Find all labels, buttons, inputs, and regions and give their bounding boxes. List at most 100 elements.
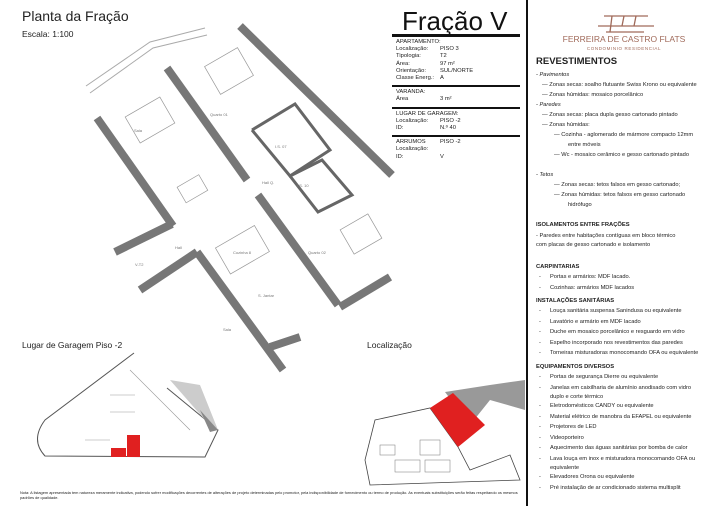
room-label: Sala: [223, 327, 232, 332]
room-label: Sala: [134, 128, 143, 133]
spec-text: Louça sanitária suspensa Sanindusa ou eq…: [550, 308, 682, 314]
spec-text: equivalente: [550, 465, 580, 471]
logo-icon: [598, 15, 654, 33]
field-value: N.º 40: [440, 125, 456, 132]
parking-space-highlight: [127, 435, 140, 457]
field-value: PISO 3: [440, 46, 459, 53]
location-map: [364, 380, 525, 486]
text-line: - Paredes entre habitações contíguas em …: [536, 233, 676, 239]
spec-item: -Videoporteiro: [536, 433, 712, 444]
spec-item: hidrófugo: [568, 202, 592, 208]
spec-text: Lavatório e armário em MDF lacado: [550, 318, 641, 325]
field-label: Tipologia:: [396, 53, 421, 60]
bullet: -: [539, 474, 541, 480]
bullet: -: [539, 274, 541, 280]
spec-text: Duche em mosaico porcelânico e resguardo…: [550, 329, 685, 335]
bullet: -: [539, 484, 541, 491]
spec-item: — Cozinha - aglomerado de mármore compac…: [554, 132, 694, 138]
floor-plan: Sala Quarto 01 I.S. 07 I.S. 10 Hall Q. H…: [37, 23, 525, 486]
spec-item: - Pavimentos: [536, 72, 570, 78]
scale-label: Escala: 1:100: [22, 29, 74, 39]
field-label: Área:: [396, 60, 410, 67]
spec-item: — Zonas secas: placa dupla gesso cartona…: [542, 112, 678, 118]
bullet: -: [539, 318, 541, 325]
parking-section: LUGAR DE GARAGEM: Localização:PISO -2 ID…: [392, 106, 520, 136]
section-heading: EQUIPAMENTOS DIVERSOS: [536, 364, 615, 370]
spec-text: Lava louça em inox e misturadora monocom…: [550, 455, 696, 462]
spec-item: - Eletrodomésticos CANDY ou equivalente: [536, 401, 712, 412]
field-value: 97 m²: [440, 60, 455, 67]
bullet: -: [539, 403, 541, 409]
field-label: Área: [396, 96, 409, 103]
window-band: [85, 27, 208, 94]
unit-location-highlight: [430, 393, 485, 447]
bullet: -: [539, 374, 541, 380]
spec-item: - Lavatório e armário em MDF lacado: [536, 317, 712, 328]
spec-text: Espelho incorporado nos revestimentos da…: [550, 339, 683, 346]
garage-title: Lugar de Garagem Piso -2: [22, 340, 123, 350]
spec-text: Torneiras misturadoras monocomando OFA o…: [550, 350, 699, 356]
field-value: SUL/NORTE: [440, 67, 474, 74]
spec-text: Aquecimento das águas sanitárias por bom…: [550, 445, 688, 451]
bullet: -: [539, 308, 541, 314]
room-label: S. Jantar: [258, 293, 275, 298]
field-label: ID:: [396, 153, 404, 160]
spec-item: — Zonas húmidas:: [542, 122, 590, 128]
plan-title: Planta da Fração: [22, 8, 129, 24]
section-heading: VARANDA:: [396, 89, 426, 96]
section-heading: ARRUMOS: [396, 139, 426, 146]
spec-item: -Material elétrico de manobra da EFAPEL …: [536, 412, 712, 423]
spec-item: - Torneiras misturadoras monocomando OFA …: [536, 348, 712, 359]
spec-item: - Paredes: [536, 102, 561, 108]
spec-item: [536, 160, 712, 170]
sanitarias-section: INSTALAÇÕES SANITÁRIAS - Louça sanitária s…: [536, 296, 712, 359]
section-heading: CARPINTARIAS: [536, 264, 580, 270]
field-label: Localização:: [396, 46, 429, 53]
spec-text: Pré instalação de ar condicionado sistem…: [550, 484, 681, 491]
room-label: Quarto 02: [308, 250, 327, 255]
field-label: Localização:: [396, 146, 429, 153]
balcony-section: VARANDA: Área 3 m²: [392, 85, 520, 106]
room-label: Quarto 01: [210, 112, 229, 117]
room-label: I.S. 10: [297, 183, 309, 188]
room-label: Cozinha 8: [233, 250, 252, 255]
spec-item: - Espelho incorporado nos revestimentos d…: [536, 338, 712, 349]
spec-text: Eletrodomésticos CANDY ou equivalente: [550, 403, 654, 409]
field-label: Localização:: [396, 117, 429, 124]
disclaimer-note: Nota: A listagem apresentada tem naturez…: [20, 490, 518, 500]
spec-item: -Portas e armários: MDF lacado.: [536, 272, 712, 283]
spec-item: — Zonas húmidas: mosaico porcelânico: [542, 92, 644, 98]
spec-item: -Elevadores Orona ou equivalente: [536, 472, 712, 483]
spec-item: — Zonas secas: soalho flutuante Swiss Kr…: [542, 82, 697, 88]
equipamentos-section: EQUIPAMENTOS DIVERSOS-Portas de seguranç…: [536, 362, 712, 493]
location-title: Localização: [367, 340, 412, 350]
bullet: -: [539, 445, 541, 451]
bullet: -: [539, 339, 541, 346]
walls: [93, 23, 395, 373]
section-heading: APARTAMENTO:: [396, 39, 441, 45]
bullet: -: [539, 350, 541, 356]
spec-text: Cozinhas: armários MDF lacados: [550, 284, 635, 291]
field-value: 3 m²: [440, 96, 452, 103]
furniture: [124, 47, 383, 275]
room-label: I.S. 07: [275, 144, 287, 149]
spec-text: Projetores de LED: [550, 424, 597, 430]
entrance-label: V-T2: [135, 262, 144, 267]
spec-item: - Aquecimento das águas sanitárias por bo…: [536, 443, 712, 454]
spec-text: Videoporteiro: [550, 434, 584, 441]
field-value: V: [440, 153, 444, 160]
section-heading: INSTALAÇÕES SANITÁRIAS: [536, 298, 615, 304]
spec-item: - Pré instalação de ar condicionado siste…: [536, 483, 712, 494]
field-value: T2: [440, 53, 447, 60]
section-heading: LUGAR DE GARAGEM:: [396, 110, 459, 117]
spec-item: - Louça sanitária suspensa Sanindusa ou e…: [536, 306, 712, 317]
field-label: Classe Energ.:: [396, 75, 435, 82]
field-value: PISO -2: [440, 117, 461, 124]
bullet: -: [539, 284, 541, 291]
spec-item: — Zonas húmidas: tetos falsos em gesso c…: [554, 192, 686, 198]
storage-section: ARRUMOS PISO -2 Localização: ID: V: [392, 135, 520, 164]
spec-item: -Janelas em caixilharia de alumínio anod…: [536, 383, 712, 394]
bathroom-walls: [250, 102, 355, 214]
field-value: PISO -2: [440, 139, 461, 146]
section-heading: ISOLAMENTOS ENTRE FRAÇÕES: [536, 222, 630, 228]
